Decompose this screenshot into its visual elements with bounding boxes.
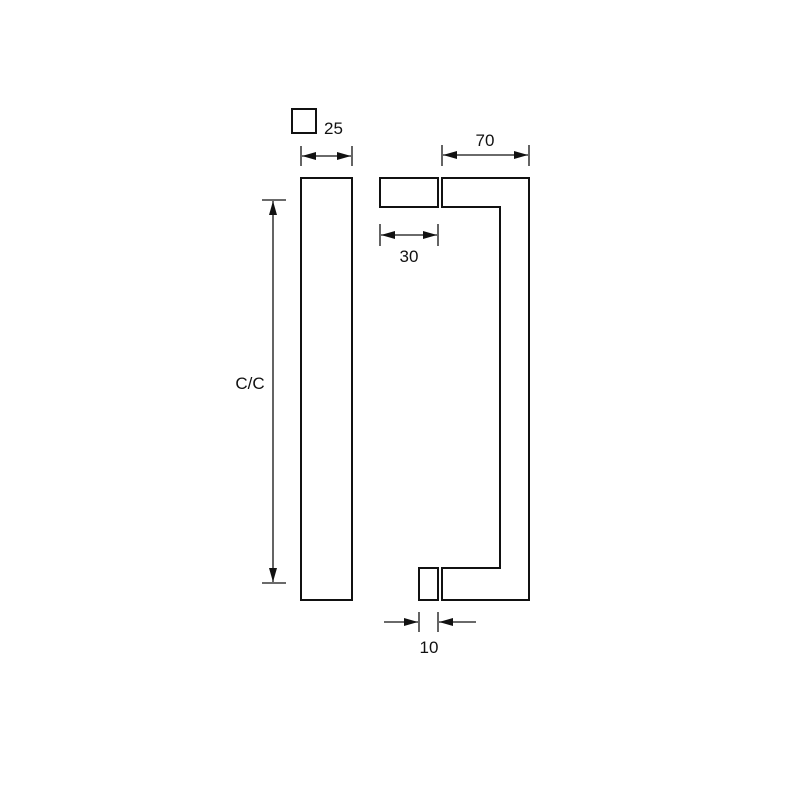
label-30: 30 [400,247,419,266]
dimension-10 [384,612,476,632]
dimension-30 [379,224,439,246]
dimension-centres [262,199,286,584]
dimension-70 [441,145,530,166]
square-icon [291,108,317,134]
handle-leg-top-section [379,177,439,208]
handle-side-view [441,177,530,601]
label-10: 10 [420,638,439,657]
label-70: 70 [476,131,495,150]
label-25: 25 [324,119,343,138]
label-centres: C/C [235,374,264,393]
handle-front-view [300,177,353,601]
dimension-25 [300,146,353,166]
handle-fixing-block [418,567,439,601]
